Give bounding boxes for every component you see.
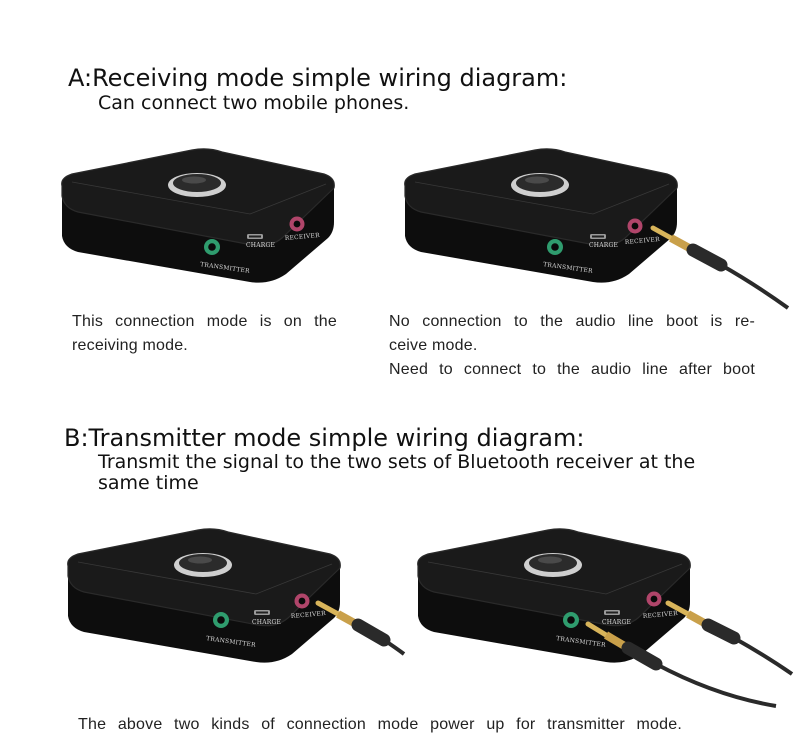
device-transmitter-mode-two-cables: TRANSMITTER CHARGE RECEIVER xyxy=(416,528,794,708)
caption-line: ceive mode. xyxy=(389,337,478,354)
caption-line: receiving mode. xyxy=(72,337,188,354)
receiver-label: RECEIVER xyxy=(291,610,327,620)
charge-label: CHARGE xyxy=(252,619,281,626)
receiver-label: RECEIVER xyxy=(625,236,661,246)
audio-cable xyxy=(650,225,790,310)
audio-cable xyxy=(315,600,406,656)
receiver-label: RECEIVER xyxy=(285,232,321,242)
subtitle-line: Transmit the signal to the two sets of B… xyxy=(98,451,696,473)
footer-line: The above two kinds of connection mode p… xyxy=(78,716,682,733)
section-a-subtitle: Can connect two mobile phones. xyxy=(98,92,410,114)
charge-label: CHARGE xyxy=(246,242,275,249)
audio-cable xyxy=(665,600,794,676)
caption-receiving-left: This connection mode is on the receiving… xyxy=(72,310,337,358)
subtitle-line: same time xyxy=(98,472,199,494)
device-receiving-mode-unplugged: TRANSMITTER CHARGE RECEIVER xyxy=(60,148,340,283)
caption-line: This connection mode is on the xyxy=(72,313,337,330)
device-receiving-mode-with-cable: TRANSMITTER CHARGE RECEIVER xyxy=(403,148,793,318)
caption-line: No connection to the audio line boot is … xyxy=(389,313,755,330)
section-b-subtitle: Transmit the signal to the two sets of B… xyxy=(98,452,695,494)
caption-line: Need to connect to the audio line after … xyxy=(389,361,755,378)
section-b-title: B:Transmitter mode simple wiring diagram… xyxy=(64,424,585,452)
caption-footer: The above two kinds of connection mode p… xyxy=(78,713,682,737)
charge-label: CHARGE xyxy=(602,619,631,626)
caption-receiving-right: No connection to the audio line boot is … xyxy=(389,310,755,382)
charge-label: CHARGE xyxy=(589,242,618,249)
section-a-title: A:Receiving mode simple wiring diagram: xyxy=(68,64,568,92)
device-transmitter-mode-one-cable: TRANSMITTER CHARGE RECEIVER xyxy=(66,528,406,698)
receiver-label: RECEIVER xyxy=(643,610,679,620)
audio-cable xyxy=(585,621,777,708)
